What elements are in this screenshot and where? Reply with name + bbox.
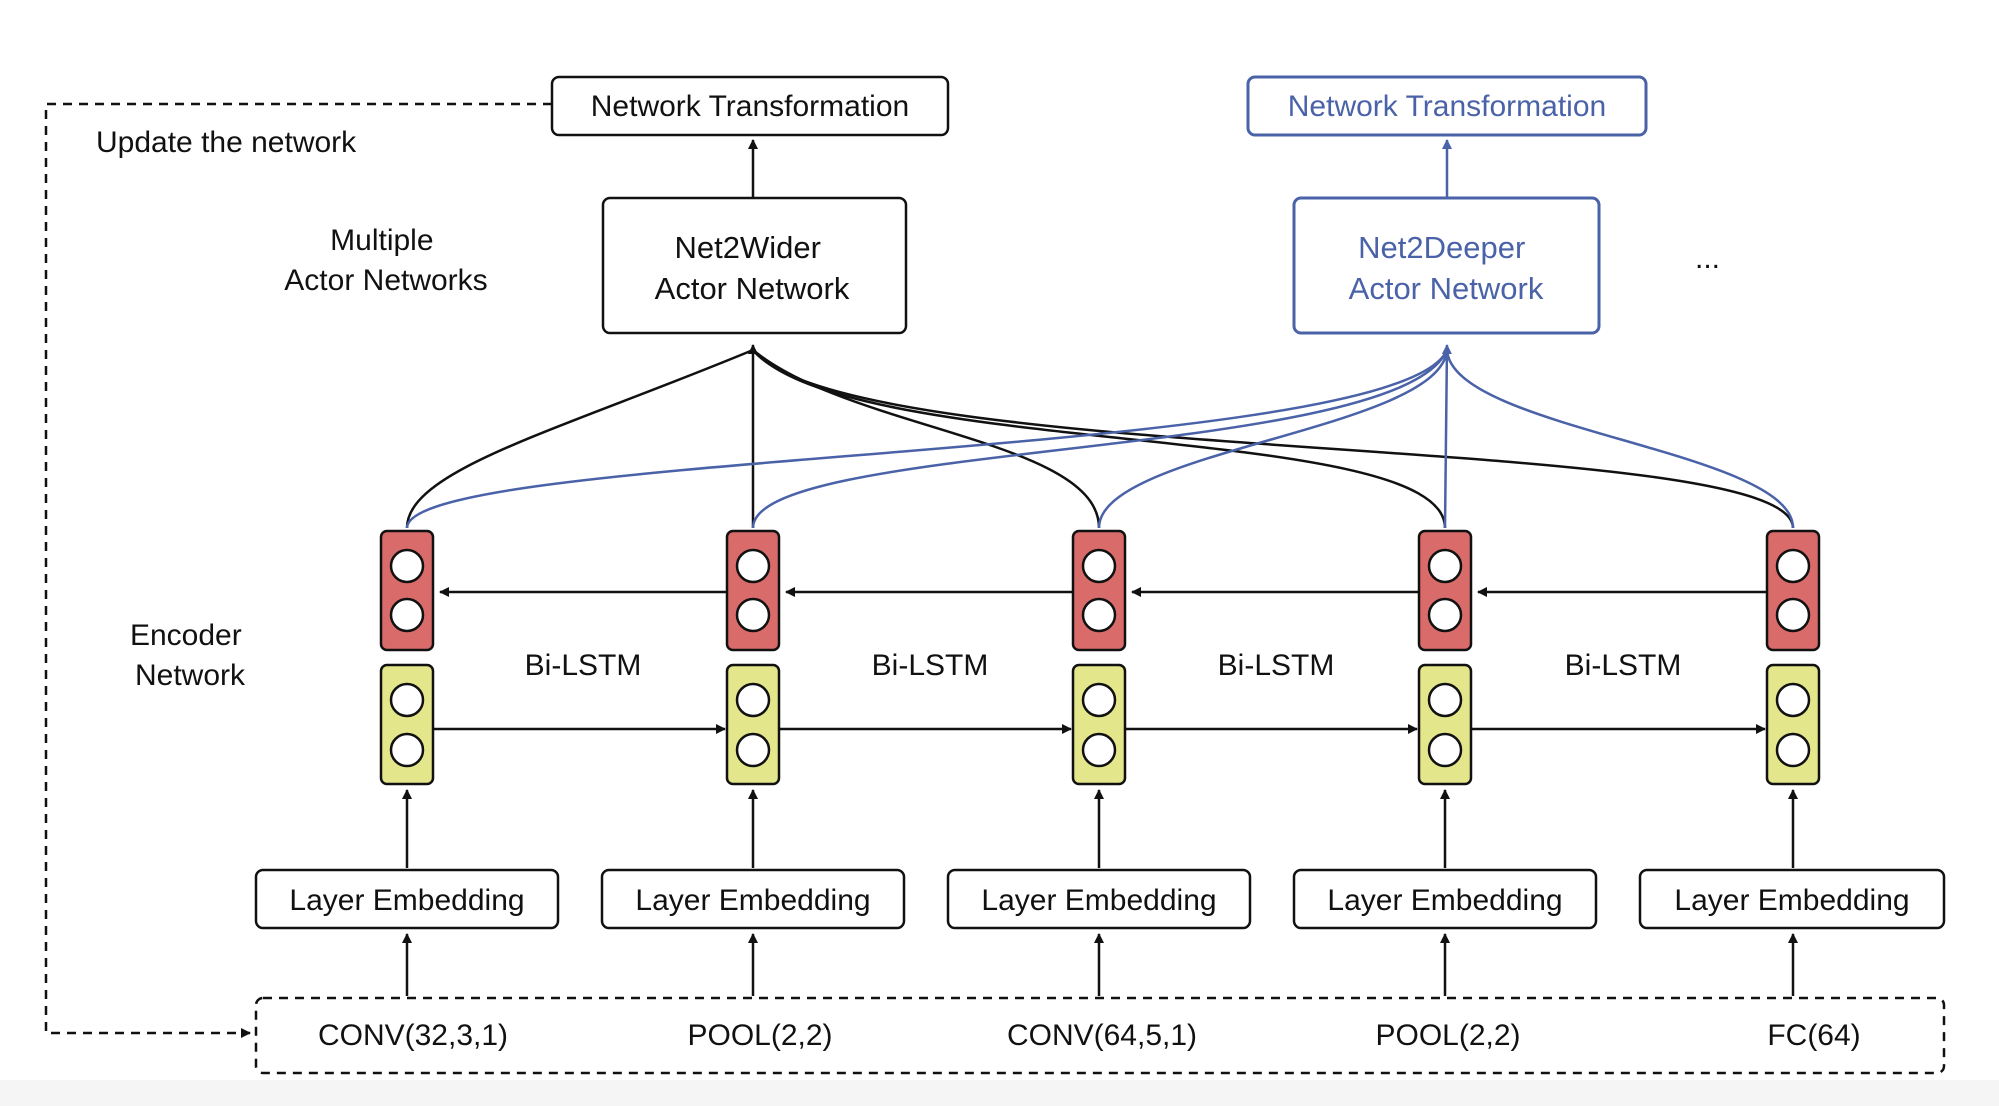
lstm-unit-circle (1427, 548, 1463, 584)
encoder-column-4: Layer Embedding POOL(2,2) (1292, 529, 1598, 1052)
layer-embedding-label: Layer Embedding (1327, 884, 1562, 917)
network-architecture-box (254, 996, 1946, 1075)
diagram-canvas: Update the network Multiple Actor Networ… (44, 75, 1946, 1075)
lstm-unit-circle (1427, 597, 1463, 633)
lstm-unit-circle (1081, 732, 1117, 768)
lstm-unit-circle (735, 548, 771, 584)
encoder-column-1: Layer Embedding CONV(32,3,1) (254, 529, 560, 1052)
actor-networks-label: Multiple Actor Networks (284, 224, 487, 297)
encoder-column-3: Layer Embedding CONV(64,5,1) (946, 529, 1252, 1052)
layer-embedding-box (1292, 868, 1598, 930)
deeper-curve-5 (1445, 349, 1795, 529)
layer-embedding-box (1638, 868, 1946, 930)
layer-embedding-box (600, 868, 906, 930)
deeper-curve-1 (405, 349, 1449, 529)
deeper-curve-2 (751, 349, 1449, 529)
net2wider-actor-label-line2: Actor Network (655, 271, 850, 306)
net2deeper-transform-label: Network Transformation (1288, 90, 1606, 123)
deeper-connections (405, 344, 1795, 529)
lstm-unit-circle (1427, 732, 1463, 768)
lstm-unit-circle (1081, 548, 1117, 584)
layer-embedding-label: Layer Embedding (289, 884, 524, 917)
lstm-unit-circle (1427, 682, 1463, 718)
lstm-unit-circle (735, 597, 771, 633)
actor-networks-label-line2: Actor Networks (284, 264, 487, 297)
layer-embedding-box (946, 868, 1252, 930)
layer-embedding-label: Layer Embedding (1674, 884, 1909, 917)
layer-spec-label: FC(64) (1767, 1019, 1860, 1052)
lstm-unit-circle (735, 682, 771, 718)
wider-curve-1 (405, 348, 754, 529)
layer-spec-label: POOL(2,2) (1375, 1019, 1520, 1052)
bilstm-label-3: Bi-LSTM (1218, 649, 1335, 682)
layer-embedding-label: Layer Embedding (635, 884, 870, 917)
net2deeper-actor-label: Net2Deeper Actor Network (1349, 230, 1544, 306)
lstm-unit-circle (389, 548, 425, 584)
actor-networks-label-line1: Multiple (330, 224, 433, 257)
encoder-column-2: Layer Embedding POOL(2,2) (600, 529, 906, 1052)
encoder-network-label: Encoder Network (130, 619, 250, 692)
bilstm-label-1: Bi-LSTM (525, 649, 642, 682)
wider-curve-4 (752, 349, 1447, 529)
deeper-curve-4 (1441, 344, 1452, 529)
actor-net2deeper: Network Transformation Net2Deeper Actor … (1246, 75, 1648, 335)
net2deeper-transform-box (1246, 75, 1648, 137)
bilstm-labels: Bi-LSTM Bi-LSTM Bi-LSTM Bi-LSTM (525, 649, 1682, 682)
more-actors-ellipsis: ... (1695, 242, 1720, 275)
update-feedback-path (44, 102, 552, 1038)
net2deeper-actor-label-line1: Net2Deeper (1358, 230, 1525, 265)
layer-spec-label: POOL(2,2) (687, 1019, 832, 1052)
lstm-unit-circle (1775, 682, 1811, 718)
wider-curve-5 (752, 349, 1795, 529)
net2wider-transform-box (550, 75, 950, 137)
lstm-unit-circle (1081, 682, 1117, 718)
encoder-network-label-line1: Encoder (130, 619, 242, 652)
encoder-column-5: Layer Embedding FC(64) (1638, 529, 1946, 1052)
net2wider-actor-label-line1: Net2Wider (674, 230, 820, 265)
wider-connections (405, 344, 1795, 529)
lstm-unit-circle (1775, 548, 1811, 584)
net2wider-actor-label: Net2Wider Actor Network (655, 230, 850, 306)
net2deeper-actor-label-line2: Actor Network (1349, 271, 1544, 306)
net2wider-actor-box (601, 196, 908, 335)
lstm-unit-circle (389, 682, 425, 718)
bilstm-label-4: Bi-LSTM (1565, 649, 1682, 682)
lstm-unit-circle (389, 597, 425, 633)
bilstm-label-2: Bi-LSTM (872, 649, 989, 682)
deeper-curve-3 (1097, 349, 1449, 529)
layer-embedding-label: Layer Embedding (981, 884, 1216, 917)
lstm-unit-circle (389, 732, 425, 768)
encoder-actor-diagram: Update the network Multiple Actor Networ… (44, 75, 1946, 1075)
lstm-unit-circle (1081, 597, 1117, 633)
layer-spec-label: CONV(32,3,1) (318, 1019, 508, 1052)
layer-embedding-box (254, 868, 560, 930)
net2deeper-actor-box (1292, 196, 1601, 335)
lstm-unit-circle (1775, 732, 1811, 768)
lstm-unit-circle (735, 732, 771, 768)
net2wider-transform-label: Network Transformation (591, 90, 909, 123)
encoder-network-label-line2: Network (135, 659, 246, 692)
layer-spec-label: CONV(64,5,1) (1007, 1019, 1197, 1052)
bilstm-arrows (434, 587, 1767, 734)
actor-net2wider: Network Transformation Net2Wider Actor N… (550, 75, 950, 335)
update-network-label: Update the network (96, 126, 357, 159)
lstm-unit-circle (1775, 597, 1811, 633)
